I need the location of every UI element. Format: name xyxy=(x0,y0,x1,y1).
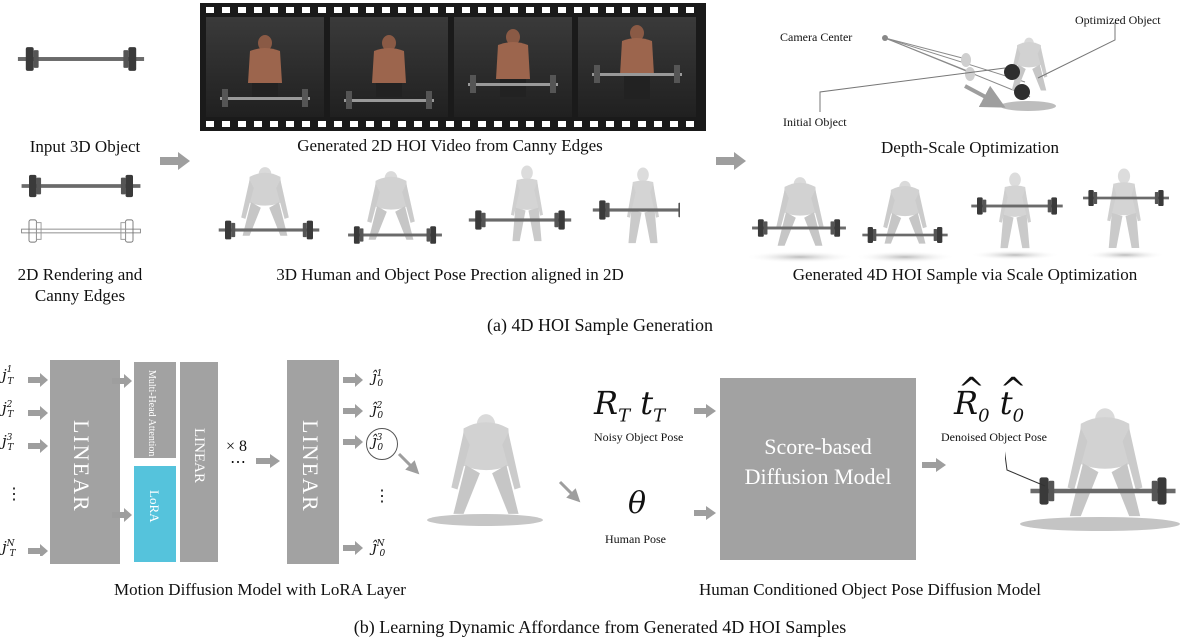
pose-prediction-label: 3D Human and Object Pose Prection aligne… xyxy=(276,265,624,284)
depth-scale-label: Depth-Scale Optimization xyxy=(881,138,1059,157)
arrow-down-right-icon xyxy=(397,452,420,475)
input-token: jNT xyxy=(2,538,16,559)
initial-object-label: Initial Object xyxy=(783,115,847,129)
repeat-count: × 8 xyxy=(226,438,248,455)
noisy-object-pose-symbol: RT tT xyxy=(594,384,666,427)
arrow-right-icon xyxy=(256,454,280,468)
input-arrows xyxy=(28,373,48,556)
arrow-right-icon xyxy=(716,152,748,170)
input-token-list: j1T j2T j3T ⋮ jNT xyxy=(0,360,60,560)
rendered-barbell-image xyxy=(16,170,146,202)
linear-label: LINEAR xyxy=(69,420,94,513)
arrow-right-icon xyxy=(112,374,132,388)
linear-input-block: LINEAR xyxy=(50,360,120,564)
arrow-right-icon xyxy=(694,506,716,520)
noisy-object-pose-label: Noisy Object Pose xyxy=(594,430,684,444)
output-arrows xyxy=(343,373,363,555)
canny-edge-barbell-image xyxy=(16,216,146,246)
input-token: j2T xyxy=(2,399,14,420)
highlighted-output-circle xyxy=(366,428,398,460)
human-pose-label: Human Pose xyxy=(605,532,666,546)
render-canny-label-line1: 2D Rendering and xyxy=(17,265,143,284)
arrow-right-icon xyxy=(112,508,132,522)
input-barbell-image xyxy=(12,42,150,76)
depth-scale-illustration xyxy=(790,2,1190,132)
hoi-sample-row xyxy=(735,165,1190,265)
multi-head-attention-block: Multi-Head Attention xyxy=(134,362,176,458)
optimized-object-label: Optimized Object xyxy=(1075,13,1161,27)
arrow-right-icon xyxy=(160,152,192,170)
hoi-sample-label: Generated 4D HOI Sample via Scale Optimi… xyxy=(792,265,1138,284)
linear-label: LINEAR xyxy=(298,420,323,513)
input-3d-object-label: Input 3D Object xyxy=(29,137,141,156)
caption-a: (a) 4D HOI Sample Generation xyxy=(487,315,713,335)
lora-block: LoRA xyxy=(134,466,176,562)
input-token: j1T xyxy=(2,365,14,387)
mha-label: Multi-Head Attention xyxy=(146,370,157,457)
denoised-object-pose-symbol: R^0 t^0 xyxy=(954,370,1027,427)
output-token: ĵ20 xyxy=(372,400,384,421)
video-label: Generated 2D HOI Video from Canny Edges xyxy=(297,136,603,155)
arrow-right-icon xyxy=(694,404,716,418)
caption-b: (b) Learning Dynamic Affordance from Gen… xyxy=(353,617,847,637)
score-model-label-line2: Diffusion Model xyxy=(744,464,892,489)
output-token: ĵN0 xyxy=(372,538,386,559)
mdm-label: Motion Diffusion Model with LoRA Layer xyxy=(114,580,406,599)
render-canny-label-line2: Canny Edges xyxy=(34,286,126,305)
arrow-down-right-icon xyxy=(558,480,581,503)
human-pose-figure xyxy=(420,400,550,530)
score-diffusion-model-block: Score-based Diffusion Model xyxy=(720,378,916,560)
input-token: j3T xyxy=(2,432,14,453)
score-model-label-line1: Score-based xyxy=(764,434,872,459)
output-token: ĵ10 xyxy=(372,368,384,389)
layers-ellipsis: ⋯ xyxy=(230,454,246,471)
camera-center-label: Camera Center xyxy=(780,30,853,44)
lora-label: LoRA xyxy=(147,490,162,523)
denoised-object-pose-label: Denoised Object Pose xyxy=(941,430,1047,444)
linear-label: LINEAR xyxy=(191,428,207,483)
linear-output-block: LINEAR xyxy=(287,360,339,564)
generated-video-filmstrip xyxy=(200,3,706,131)
linear-middle-block: LINEAR xyxy=(180,362,218,562)
output-token: ĵ30 xyxy=(372,432,384,453)
pose-prediction-row xyxy=(210,160,680,260)
input-ellipsis: ⋮ xyxy=(6,486,22,503)
output-ellipsis: ⋮ xyxy=(374,488,390,505)
arrow-right-icon xyxy=(922,458,946,472)
hc-diffusion-label: Human Conditioned Object Pose Diffusion … xyxy=(698,580,1042,599)
human-pose-symbol: θ xyxy=(628,486,647,521)
final-hoi-figure xyxy=(1005,390,1190,535)
